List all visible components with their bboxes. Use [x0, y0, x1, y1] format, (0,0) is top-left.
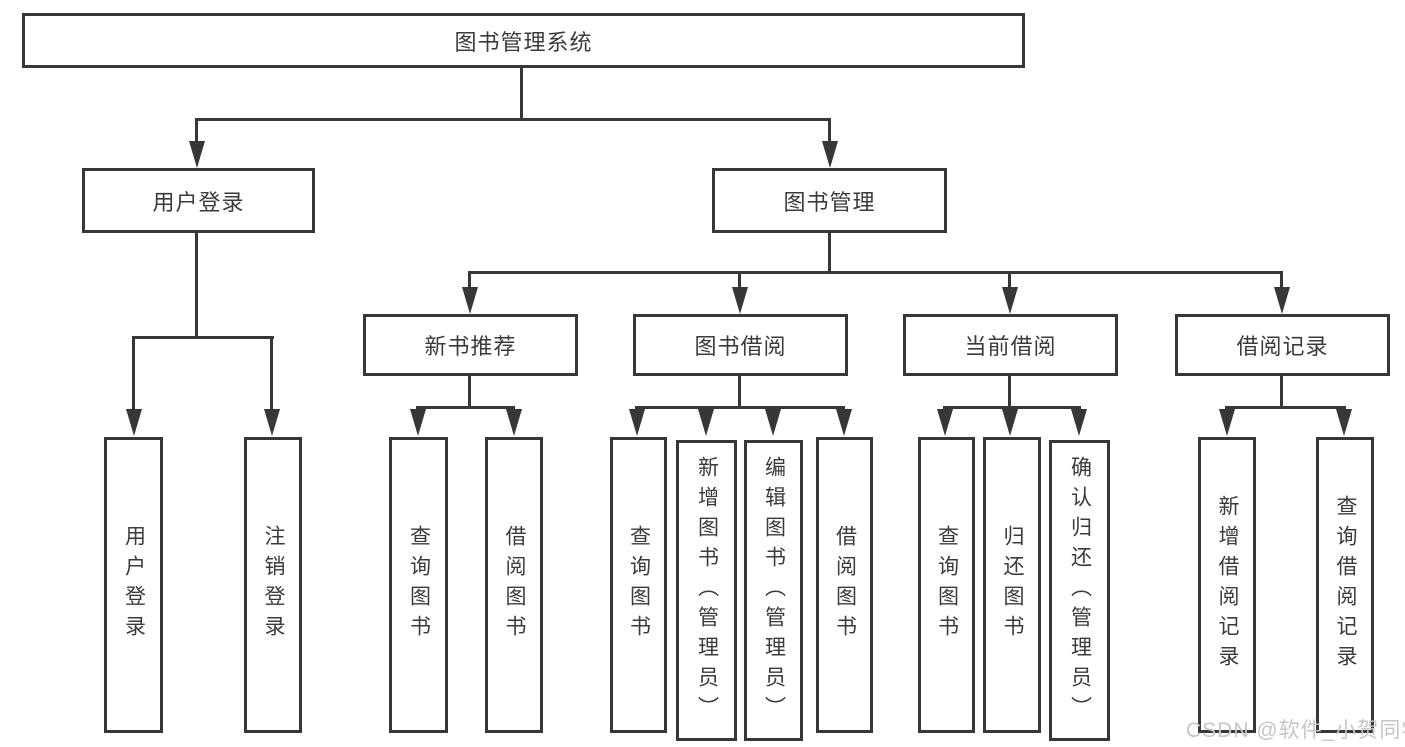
connector-userlogin-vline	[195, 233, 198, 336]
connector-records-vline	[1280, 376, 1283, 406]
node-label: 新增借阅记录	[1216, 495, 1239, 675]
leaf-confirm-return-admin: 确认归还（管理员）	[1049, 440, 1110, 741]
leaf-query-books-2: 查询图书	[610, 437, 667, 733]
arrow-down-icon	[1274, 287, 1290, 314]
leaf-edit-books-admin: 编辑图书（管理员）	[744, 440, 803, 741]
node-label: 查询借阅记录	[1334, 495, 1357, 675]
node-label: 图书管理系统	[454, 29, 593, 55]
arrow-down-icon	[462, 287, 478, 314]
arrow-down-icon	[937, 409, 953, 436]
connector-userlogin-hline	[132, 336, 274, 339]
leaf-add-books-admin: 新增图书（管理员）	[676, 440, 737, 741]
leaf-borrow-books-2: 借阅图书	[816, 437, 873, 733]
leaf-user-login: 用户登录	[104, 437, 163, 733]
node-borrow-records: 借阅记录	[1175, 314, 1390, 376]
connector-bookmgmt-hline	[468, 271, 1282, 274]
connector-root-hline	[195, 118, 831, 121]
connector-borrow-hline	[635, 406, 845, 409]
arrow-down-icon	[126, 409, 142, 436]
node-book-management: 图书管理	[712, 168, 947, 233]
arrow-down-icon	[1002, 409, 1018, 436]
node-label: 注销登录	[262, 525, 285, 645]
connector-current-hline	[943, 406, 1081, 409]
connector-bookmgmt-vline	[828, 233, 831, 271]
arrow-down-icon	[698, 409, 714, 436]
arrow-down-icon	[765, 409, 781, 436]
arrow-down-icon	[189, 141, 205, 168]
connector-stem	[1008, 271, 1011, 289]
node-new-book-recommend: 新书推荐	[363, 314, 578, 376]
node-label: 新增图书（管理员）	[695, 455, 719, 726]
node-book-borrow: 图书借阅	[633, 314, 848, 376]
node-label: 确认归还（管理员）	[1068, 455, 1092, 726]
leaf-return-books: 归还图书	[983, 437, 1041, 733]
node-label: 图书借阅	[694, 334, 787, 359]
arrow-down-icon	[1002, 287, 1018, 314]
connector-newbook-hline	[416, 406, 515, 409]
node-label: 当前借阅	[964, 334, 1057, 359]
arrow-down-icon	[410, 409, 426, 436]
leaf-query-books-3: 查询图书	[918, 437, 975, 733]
leaf-logout: 注销登录	[244, 437, 302, 733]
node-label: 归还图书	[1001, 525, 1024, 645]
connector-newbook-vline	[468, 376, 471, 406]
connector-stem	[195, 118, 198, 144]
node-label: 借阅记录	[1236, 334, 1329, 359]
arrow-down-icon	[836, 409, 852, 436]
node-label: 用户登录	[122, 525, 146, 645]
arrow-down-icon	[1219, 409, 1235, 436]
arrow-down-icon	[822, 141, 838, 168]
node-label: 借阅图书	[503, 525, 526, 645]
node-current-borrow: 当前借阅	[903, 314, 1118, 376]
connector-stem	[738, 271, 741, 289]
node-label: 编辑图书（管理员）	[762, 455, 786, 726]
connector-root-vline	[520, 68, 523, 118]
arrow-down-icon	[629, 409, 645, 436]
leaf-query-books-1: 查询图书	[389, 437, 448, 733]
leaf-query-borrow-record: 查询借阅记录	[1316, 437, 1374, 733]
node-label: 查询图书	[627, 525, 651, 645]
node-label: 查询图书	[407, 525, 431, 645]
watermark: CSDN @软件_小贺同学	[1186, 719, 1405, 742]
node-label: 新书推荐	[424, 334, 517, 359]
leaf-add-borrow-record: 新增借阅记录	[1198, 437, 1256, 733]
connector-records-hline	[1225, 406, 1346, 409]
connector-stem	[1280, 271, 1283, 289]
arrow-down-icon	[732, 287, 748, 314]
connector-stem	[828, 118, 831, 144]
connector-stem	[270, 336, 273, 410]
connector-borrow-vline	[738, 376, 741, 406]
node-label: 查询图书	[935, 525, 959, 645]
arrow-down-icon	[506, 409, 522, 436]
node-label: 图书管理	[783, 189, 876, 215]
connector-current-vline	[1008, 376, 1011, 406]
node-label: 用户登录	[152, 189, 245, 215]
leaf-borrow-books-1: 借阅图书	[485, 437, 543, 733]
arrow-down-icon	[1071, 409, 1087, 436]
arrow-down-icon	[264, 409, 280, 436]
connector-stem	[468, 271, 471, 289]
arrow-down-icon	[1336, 409, 1352, 436]
node-label: 借阅图书	[833, 525, 857, 645]
connector-stem	[132, 336, 135, 410]
node-user-login: 用户登录	[82, 168, 315, 233]
node-library-management-system: 图书管理系统	[22, 13, 1025, 68]
